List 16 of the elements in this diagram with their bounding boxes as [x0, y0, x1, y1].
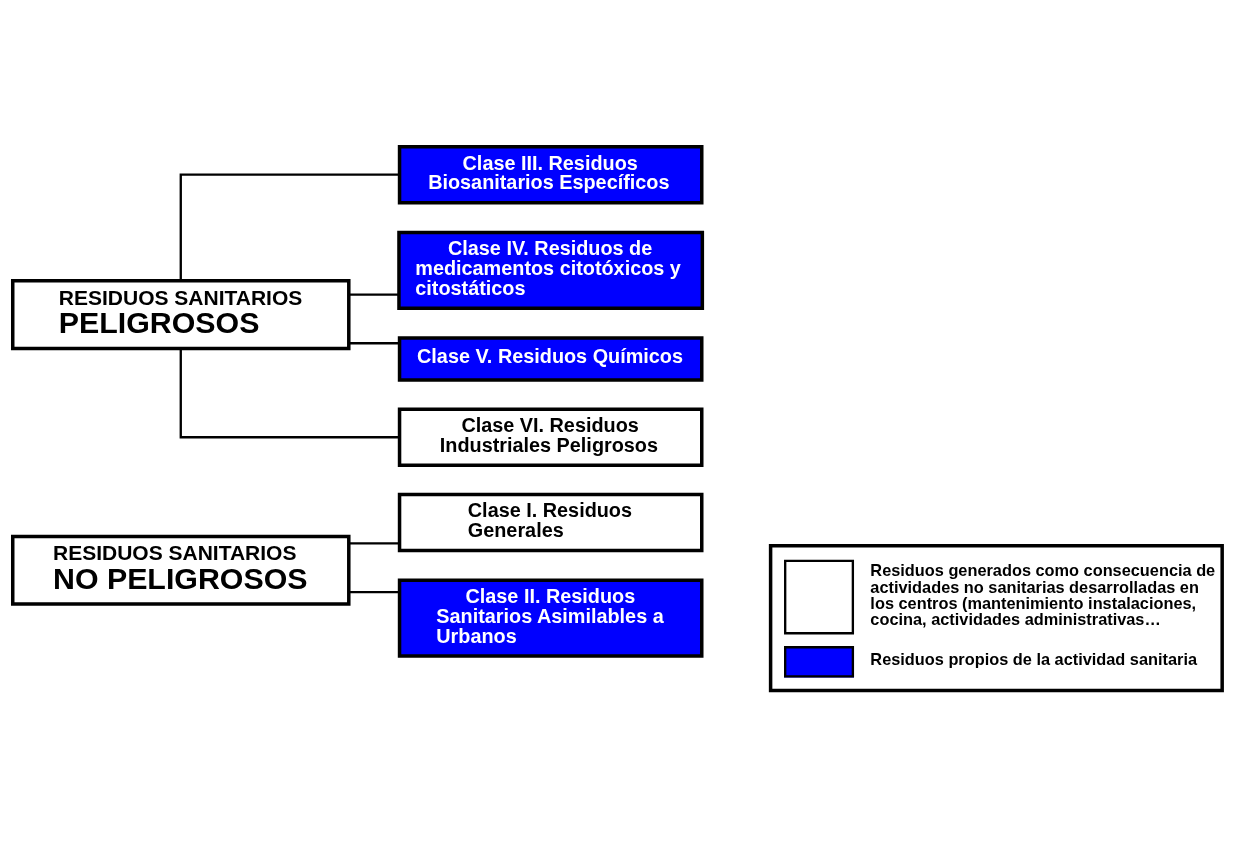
node-box: Clase I. Residuos Generales: [397, 492, 704, 553]
legend-label: Residuos generados como consecuencia de actividades no sanitarias desarrolladas en los centros (mantenimiento instalaciones, cocina, actividades administrativas…: [870, 561, 1216, 629]
connector: [179, 173, 400, 281]
node-box: Clase II. Residuos Sanitarios Asimilables a Urbanos: [397, 578, 704, 658]
legend-label: Residuos propios de la actividad sanitaria: [870, 649, 1198, 668]
connector: [179, 348, 400, 439]
connector: [348, 342, 400, 345]
connector: [348, 293, 399, 296]
node-box: RESIDUOS SANITARIOS NO PELIGROSOS: [11, 534, 351, 606]
connector: [348, 542, 400, 545]
node-box: Clase III. Residuos Biosanitarios Específicos: [397, 144, 704, 205]
node-box: Clase IV. Residuos de medicamentos citotóxicos y citostáticos: [397, 230, 705, 310]
node-box: Clase VI. Residuos Industriales Peligrosos: [397, 407, 704, 467]
node-box: Clase V. Residuos Químicos: [397, 336, 704, 382]
connector: [348, 590, 400, 594]
node-box: RESIDUOS SANITARIOS PELIGROSOS: [11, 279, 351, 351]
